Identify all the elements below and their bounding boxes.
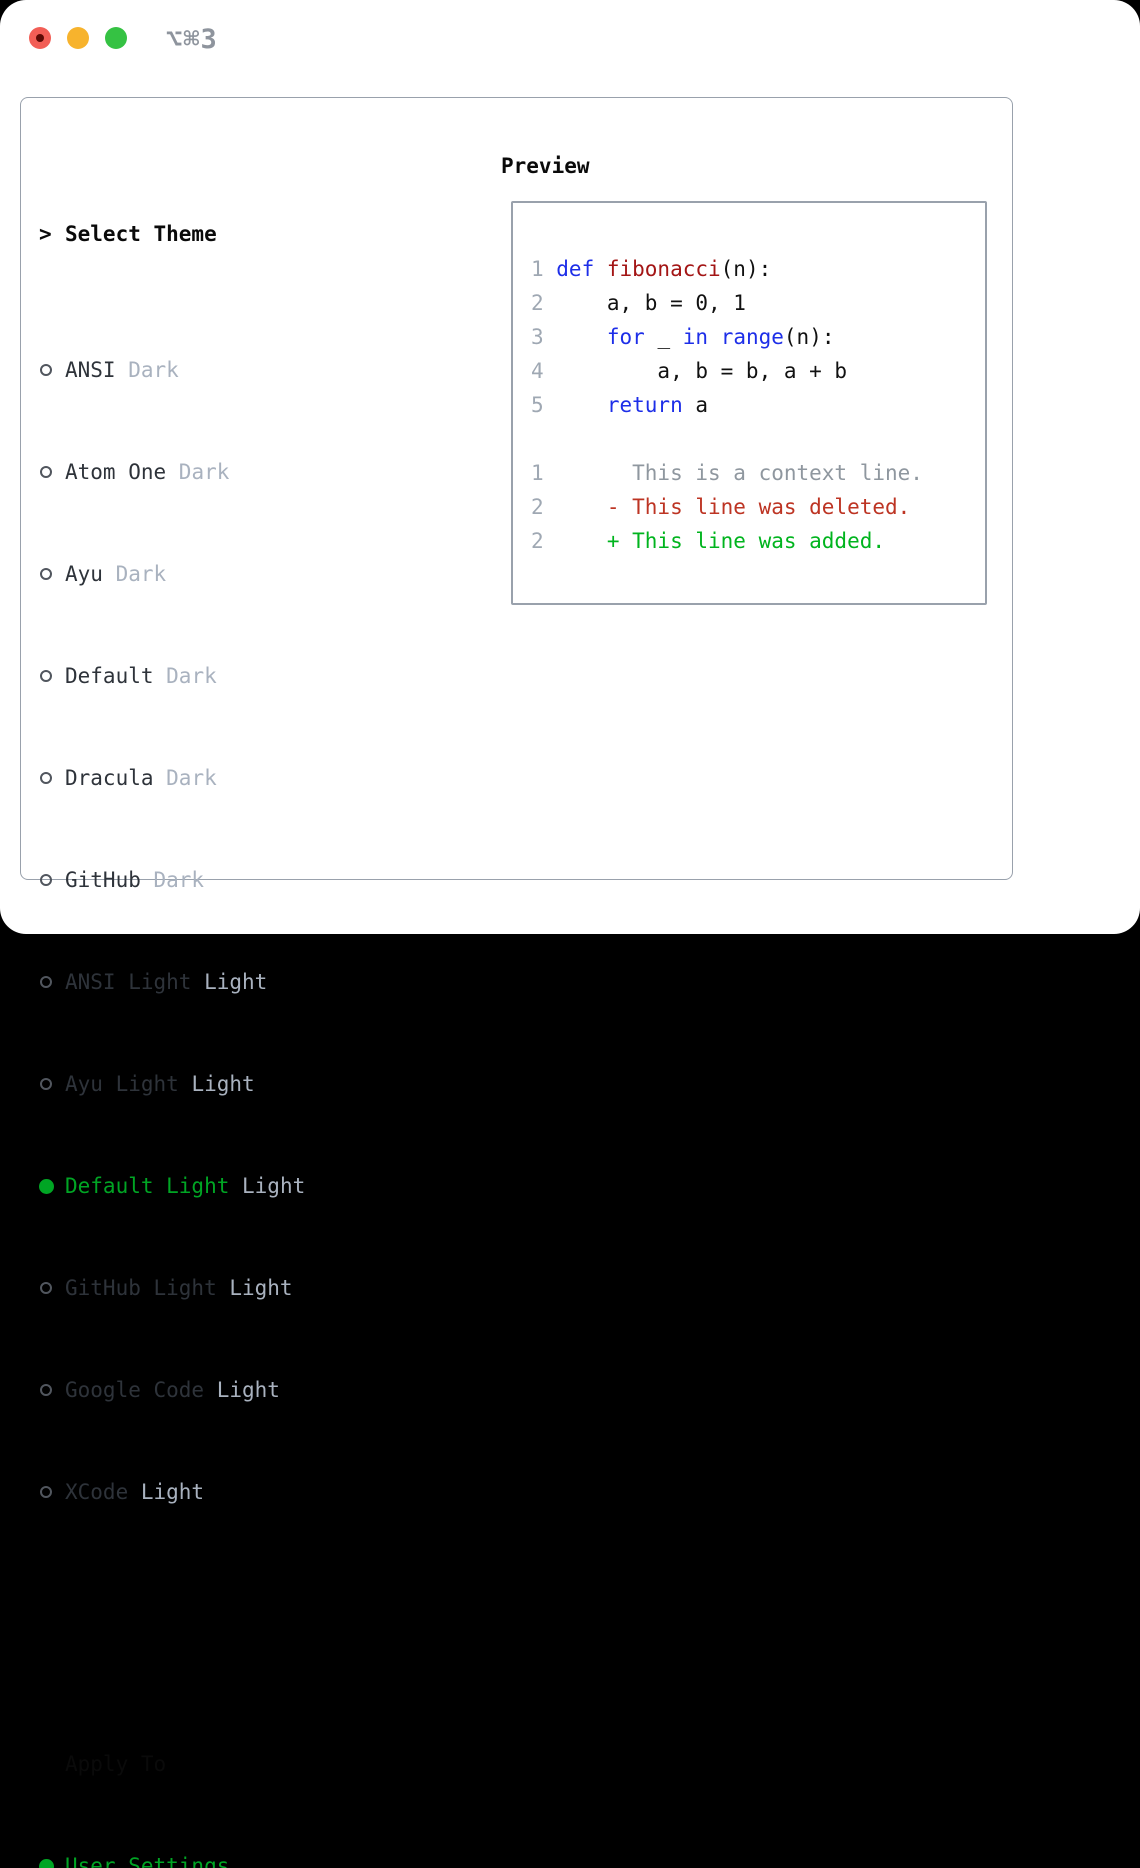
radio-selected-icon	[39, 1859, 65, 1868]
zoom-button[interactable]	[105, 27, 127, 49]
radio-unselected-icon	[39, 1282, 65, 1294]
radio-selected-icon	[39, 1179, 65, 1194]
radio-unselected-icon	[39, 874, 65, 886]
close-button[interactable]	[29, 27, 51, 49]
radio-unselected-icon	[39, 976, 65, 988]
theme-item-atom-one-dark[interactable]: Atom One Dark	[39, 455, 393, 489]
line-number: 1	[531, 456, 556, 490]
app-window: ⌥⌘3 > Select Theme ANSI Dark Atom One Da…	[0, 0, 1140, 934]
radio-unselected-icon	[39, 772, 65, 784]
theme-variant: Dark	[166, 659, 217, 693]
minimize-button[interactable]	[67, 27, 89, 49]
diff-deleted-line: 2 - This line was deleted.	[531, 490, 985, 524]
code-line-4: 4 a, b = b, a + b	[531, 354, 985, 388]
line-number: 2	[531, 524, 556, 558]
theme-variant: Dark	[179, 455, 230, 489]
theme-variant: Light	[191, 1067, 254, 1101]
code-line-blank	[531, 422, 985, 456]
theme-variant: Light	[204, 965, 267, 999]
spacer	[39, 1611, 393, 1645]
theme-item-github-dark[interactable]: GitHub Dark	[39, 863, 393, 897]
theme-variant: Dark	[116, 557, 167, 591]
radio-unselected-icon	[39, 1486, 65, 1498]
preview-heading: Preview	[501, 149, 590, 183]
theme-item-ayu-light[interactable]: Ayu Light Light	[39, 1067, 393, 1101]
theme-item-dracula-dark[interactable]: Dracula Dark	[39, 761, 393, 795]
select-theme-label: Select Theme	[65, 217, 217, 251]
radio-unselected-icon	[39, 670, 65, 682]
theme-item-ayu-dark[interactable]: Ayu Dark	[39, 557, 393, 591]
radio-unselected-icon	[39, 568, 65, 580]
theme-item-github-light[interactable]: GitHub Light Light	[39, 1271, 393, 1305]
theme-variant: Dark	[166, 761, 217, 795]
theme-picker-panel: > Select Theme ANSI Dark Atom One Dark A…	[20, 97, 1013, 880]
radio-unselected-icon	[39, 466, 65, 478]
focus-caret: >	[39, 217, 65, 251]
theme-list: > Select Theme ANSI Dark Atom One Dark A…	[39, 149, 393, 1868]
apply-to-label: Apply To	[65, 1747, 166, 1781]
radio-unselected-icon	[39, 364, 65, 376]
select-theme-heading: > Select Theme	[39, 217, 393, 251]
line-number: 2	[531, 286, 556, 320]
line-number: 5	[531, 388, 556, 422]
radio-unselected-icon	[39, 1078, 65, 1090]
diff-context-line: 1 This is a context line.	[531, 456, 985, 490]
code-line-5: 5 return a	[531, 388, 985, 422]
theme-variant: Dark	[128, 353, 179, 387]
line-number: 1	[531, 252, 556, 286]
theme-variant: Light	[229, 1271, 292, 1305]
theme-variant: Light	[217, 1373, 280, 1407]
theme-variant: Light	[242, 1169, 305, 1203]
theme-item-google-code[interactable]: Google Code Light	[39, 1373, 393, 1407]
apply-to-user-settings[interactable]: User Settings	[39, 1849, 393, 1868]
line-number: 3	[531, 320, 556, 354]
theme-item-default-dark[interactable]: Default Dark	[39, 659, 393, 693]
radio-unselected-icon	[39, 1384, 65, 1396]
theme-item-ansi-light[interactable]: ANSI Light Light	[39, 965, 393, 999]
line-number: 2	[531, 490, 556, 524]
theme-item-xcode[interactable]: XCode Light	[39, 1475, 393, 1509]
code-line-3: 3 for _ in range(n):	[531, 320, 985, 354]
titlebar: ⌥⌘3	[0, 0, 1140, 76]
window-title: ⌥⌘3	[166, 24, 218, 55]
theme-item-ansi-dark[interactable]: ANSI Dark	[39, 353, 393, 387]
theme-item-default-light[interactable]: Default Light Light	[39, 1169, 393, 1203]
theme-variant: Dark	[154, 863, 205, 897]
line-number: 4	[531, 354, 556, 388]
theme-variant: Light	[141, 1475, 204, 1509]
code-line-2: 2 a, b = 0, 1	[531, 286, 985, 320]
apply-to-heading: Apply To	[39, 1747, 393, 1781]
diff-added-line: 2 + This line was added.	[531, 524, 985, 558]
